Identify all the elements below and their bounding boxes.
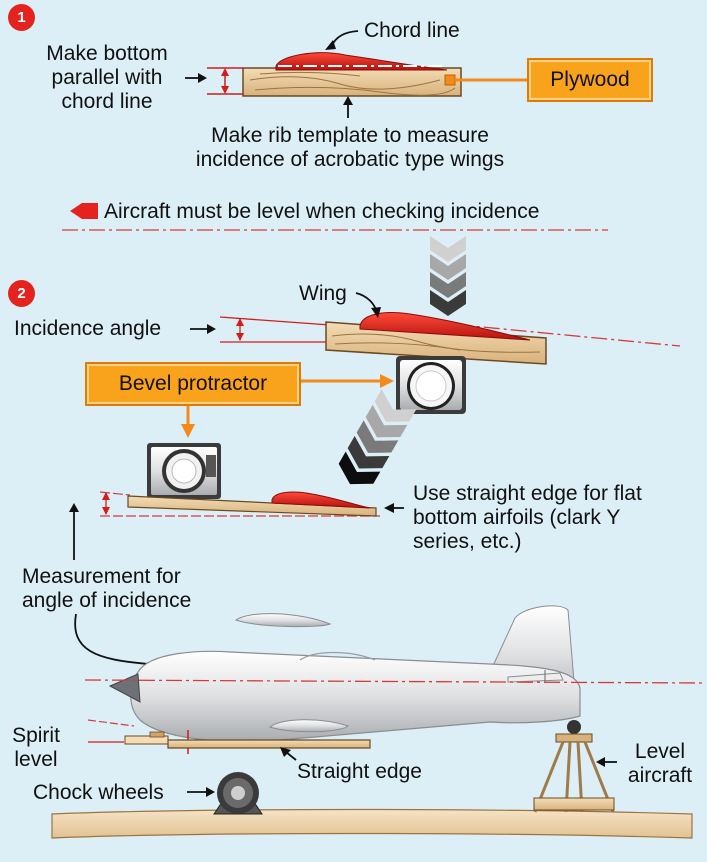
tail-stand xyxy=(533,720,617,813)
chevron-arrow-diagonal xyxy=(338,389,417,485)
step2-wing-assembly xyxy=(190,292,681,414)
step2-straight-edge-assembly xyxy=(99,491,404,517)
incidence-angle-label: Incidence angle xyxy=(14,317,162,340)
aircraft xyxy=(84,605,706,743)
bevel-protractor-lower xyxy=(147,443,221,499)
step1-airfoil xyxy=(275,52,448,71)
straight-edge-label: Straight edge xyxy=(297,760,422,783)
ground-plank xyxy=(51,808,693,839)
bevel-protractor-callout: Bevel protractor xyxy=(85,362,301,406)
chevron-arrow-down xyxy=(430,236,466,316)
rib-template-label: Make rib template to measure incidence o… xyxy=(195,124,505,171)
chock-wheels-label: Chock wheels xyxy=(33,781,164,804)
step2-badge: 2 xyxy=(8,280,35,307)
level-note-marker xyxy=(70,203,98,219)
plywood-callout: Plywood xyxy=(527,58,653,102)
spirit-level-assembly xyxy=(87,719,371,761)
step2-airfoil xyxy=(359,312,531,341)
wing-label: Wing xyxy=(299,282,347,305)
fuselage xyxy=(130,650,581,743)
level-aircraft-label: Level aircraft xyxy=(627,740,693,787)
step1-template xyxy=(185,30,527,118)
bevel-protractor-upper xyxy=(396,356,466,414)
measurement-label: Measurement for angle of incidence xyxy=(22,565,192,612)
spirit-level-label: Spirit level xyxy=(12,724,60,771)
aircraft-centerline xyxy=(84,679,706,684)
bottom-parallel-label: Make bottom parallel with chord line xyxy=(46,42,168,113)
step1-badge: 1 xyxy=(8,4,35,31)
straight-edge-note: Use straight edge for flat bottom airfoi… xyxy=(413,482,642,553)
level-note-label: Aircraft must be level when checking inc… xyxy=(104,200,540,223)
plywood-board xyxy=(242,67,462,97)
chord-line-label: Chord line xyxy=(364,19,460,42)
chock-wheel xyxy=(187,772,263,815)
